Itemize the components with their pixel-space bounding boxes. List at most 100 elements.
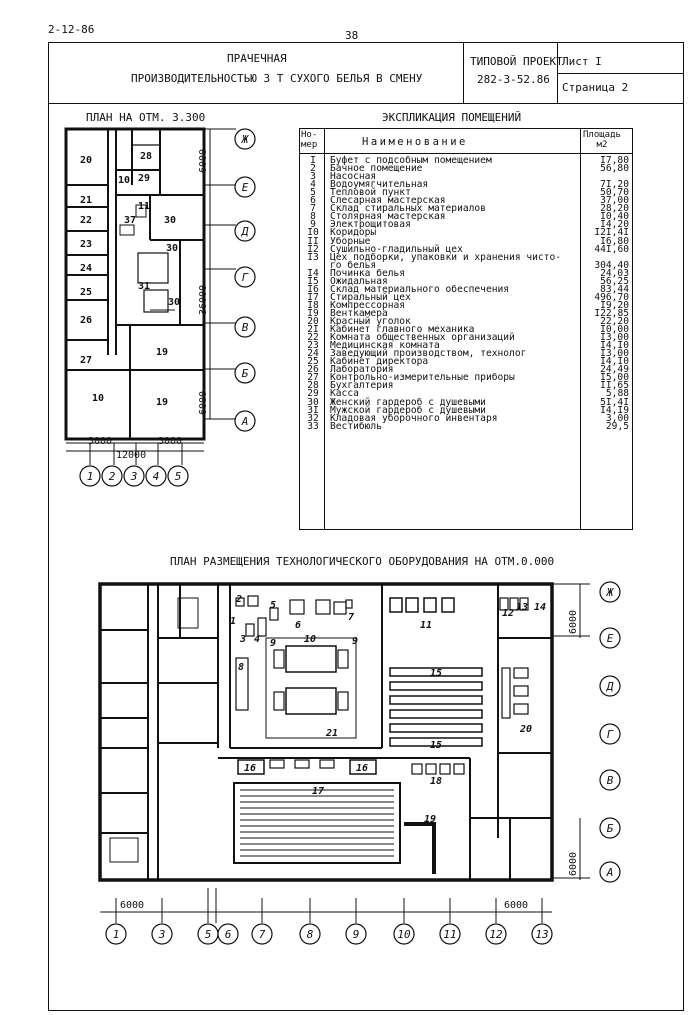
axis-label: Б — [607, 822, 614, 835]
room-name: Ожидальная — [330, 275, 388, 287]
dim-left: 3000 — [88, 436, 113, 447]
axis-label: 12 — [489, 928, 503, 941]
axis-label: 1 — [113, 928, 120, 941]
room-number: 28 — [307, 380, 319, 392]
room-name: Электрощитовая — [330, 219, 411, 231]
equipment-label: 15 — [430, 740, 442, 751]
equipment-floor-plan: 1 2 5 3 4 6 7 10 9 9 8 11 12 13 14 15 15… — [98, 581, 621, 923]
equipment-label: 9 — [352, 636, 358, 647]
equipment-label: 16 — [244, 763, 256, 774]
col-number-header: Но- мер — [301, 130, 318, 150]
room-area: I22,85 — [594, 307, 629, 319]
room-label: 25 — [80, 287, 92, 298]
room-number: I8 — [307, 299, 319, 311]
room-number: 23 — [307, 340, 319, 352]
room-name: Уборные — [330, 235, 371, 247]
axis-label: А — [606, 866, 614, 879]
axis-label: 9 — [353, 928, 360, 941]
room-label: 24 — [80, 263, 92, 274]
col-area-header: Площадь м2 — [583, 130, 621, 150]
equipment-label: 8 — [238, 662, 244, 673]
room-area: I3,00 — [600, 332, 629, 344]
equipment-label: 9 — [270, 638, 276, 649]
axis-label: Б — [242, 367, 249, 380]
axis-label: Г — [607, 728, 614, 741]
axis-label: 3 — [130, 470, 138, 483]
room-area: I9,20 — [600, 299, 629, 311]
room-area: I3,00 — [600, 348, 629, 360]
axis-label: А — [241, 415, 249, 428]
room-number: 7 — [310, 203, 316, 215]
room-name: Буфет с подсобным помещением — [330, 155, 492, 166]
equipment-label: 1 — [230, 616, 236, 627]
dim-right: 3000 — [158, 436, 183, 447]
axis-label: Д — [606, 680, 614, 693]
room-number: 22 — [307, 332, 319, 344]
room-number: 30 — [307, 396, 319, 408]
room-area: 56,25 — [600, 275, 629, 287]
room-name: Женский гардероб с душевыми — [330, 396, 486, 408]
room-label: 30 — [168, 297, 180, 308]
room-name: Контрольно-измерительные приборы — [330, 372, 515, 384]
axis-label: 2 — [109, 470, 116, 483]
room-number: 5 — [310, 187, 316, 199]
outer-wall — [64, 127, 206, 441]
title-line-1: ПРАЧЕЧНАЯ — [227, 52, 287, 65]
upper-plan-title: ПЛАН НА ОТМ. 3.300 — [86, 111, 206, 124]
equipment-label: 12 — [502, 608, 514, 619]
table-row: 6 Слесарная мастерская 37,00 — [300, 195, 632, 207]
room-number: 20 — [307, 316, 319, 327]
axis-label: Ж — [241, 133, 250, 146]
axis-label: Г — [242, 271, 249, 284]
room-label: 20 — [80, 155, 92, 166]
room-label: 21 — [80, 195, 92, 206]
room-name: Склад стиральных материалов — [330, 203, 486, 215]
page-number: 38 — [345, 29, 359, 42]
room-area: 29,5 — [605, 420, 629, 432]
dim-label: 36000 — [198, 285, 209, 315]
outer-wall — [98, 582, 554, 882]
room-area: 496,70 — [594, 291, 629, 303]
equipment-label: 7 — [348, 612, 354, 623]
upper-floor-plan: 20 10 28 29 21 37 11 30 22 23 30 24 31 2… — [64, 127, 256, 465]
room-name: Починка белья — [330, 267, 406, 279]
room-number: I — [310, 155, 316, 166]
room-name: Вестибюль — [330, 420, 382, 432]
axis-label: Д — [241, 225, 249, 238]
title-block: ПРАЧЕЧНАЯ ПРОИЗВОДИТЕЛЬНОСТЬЮ 3 Т СУХОГО… — [48, 42, 684, 104]
room-name: Столярная мастерская — [330, 211, 446, 223]
room-number: 6 — [310, 195, 316, 207]
explication-title: ЭКСПЛИКАЦИЯ ПОМЕЩЕНИЙ — [382, 111, 522, 124]
page-label: Страница 2 — [562, 81, 629, 94]
room-area: 50,70 — [600, 187, 629, 199]
room-name: Слесарная мастерская — [330, 195, 446, 207]
room-area: 24,49 — [600, 364, 629, 376]
room-number: 2I — [307, 324, 319, 336]
equipment-label: 21 — [325, 728, 338, 739]
dim-label: 6000 — [504, 900, 528, 911]
dim-label: 6000 — [568, 610, 579, 634]
dim-total: 12000 — [116, 450, 147, 461]
room-area: 37,00 — [600, 195, 629, 207]
room-area: I0,00 — [600, 324, 629, 336]
equipment-label: 15 — [430, 668, 442, 679]
project-number: 282-3-52.86 — [477, 73, 550, 86]
room-label: 10 — [118, 175, 130, 186]
